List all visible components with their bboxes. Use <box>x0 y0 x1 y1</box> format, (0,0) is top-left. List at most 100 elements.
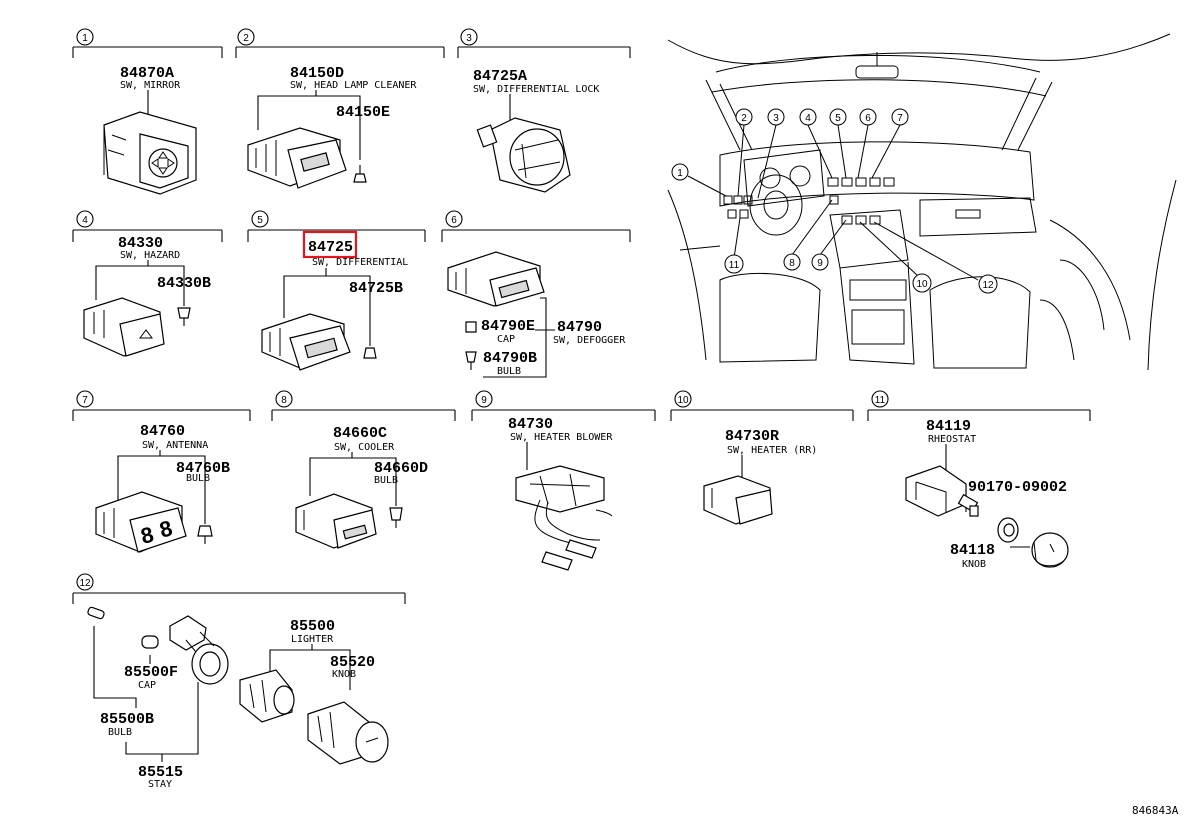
hazard-switch-drawing <box>83 297 191 357</box>
part-number-85500B: 85500B <box>100 711 154 728</box>
dash-callout-1: 1 <box>677 168 683 179</box>
part-desc-rheostat: RHEOSTAT <box>928 434 976 445</box>
dashboard-overview: 1 2 3 4 5 6 7 8 9 10 11 12 <box>667 33 1177 371</box>
part-number-85515: 85515 <box>138 764 183 781</box>
svg-text:8: 8 <box>157 515 175 542</box>
part-number-84790E: 84790E <box>481 318 535 335</box>
part-number-84730R: 84730R <box>725 428 779 445</box>
group-1-badge <box>76 28 94 46</box>
lighter-stay-drawing <box>169 615 229 685</box>
part-desc-hazard: SW, HAZARD <box>120 250 180 261</box>
part-number-85500F: 85500F <box>124 664 178 681</box>
dash-callout-11: 11 <box>729 260 740 271</box>
group-3-header: 3 <box>457 28 631 58</box>
dash-callout-8: 8 <box>789 258 795 269</box>
part-number-84730: 84730 <box>508 416 553 433</box>
lighter-knob-drawing <box>307 701 389 765</box>
group-8-number: 8 <box>281 395 287 406</box>
group-4-header: 4 <box>72 210 223 242</box>
group-5-number: 5 <box>257 215 263 226</box>
group-3-number: 3 <box>466 33 472 44</box>
highlight-box <box>302 230 358 259</box>
lighter-socket-drawing <box>239 669 295 723</box>
cap-drawing-12 <box>141 635 159 649</box>
differential-switch-drawing <box>261 313 377 371</box>
dash-callout-3: 3 <box>773 113 779 124</box>
group-7: 84760 SW, ANTENNA 84760B BULB 8 8 <box>95 423 230 553</box>
part-number-85520: 85520 <box>330 654 375 671</box>
part-number-84870A: 84870A <box>120 65 174 82</box>
group-2-number: 2 <box>243 33 249 44</box>
defogger-switch-drawing <box>447 251 545 307</box>
part-desc-cap-12: CAP <box>138 680 156 691</box>
antenna-switch-glyph: 8 <box>138 522 156 549</box>
part-desc-head-lamp-cleaner: SW, HEAD LAMP CLEANER <box>290 80 417 91</box>
group-5-header: 5 <box>247 210 426 242</box>
rheostat-drawing <box>905 465 979 517</box>
group-12-number: 12 <box>79 578 91 589</box>
bulb-drawing-12 <box>87 606 105 620</box>
part-desc-cap: CAP <box>497 334 515 345</box>
part-number-84118: 84118 <box>950 542 995 559</box>
differential-lock-switch-drawing <box>476 117 571 193</box>
group-2-header: 2 <box>235 28 445 58</box>
part-desc-bulb-8: BULB <box>374 475 398 486</box>
dash-callout-6: 6 <box>865 113 871 124</box>
group-9-header: 9 <box>471 390 656 421</box>
group-6-number: 6 <box>451 215 457 226</box>
dash-callout-10: 10 <box>916 279 928 290</box>
part-number-84660D: 84660D <box>374 460 428 477</box>
part-desc-differential-lock: SW, DIFFERENTIAL LOCK <box>473 84 599 95</box>
dash-callout-5: 5 <box>835 113 841 124</box>
cap-drawing <box>465 321 477 333</box>
group-10: 84730R SW, HEATER (RR) <box>703 428 817 525</box>
dash-callout-12: 12 <box>982 280 994 291</box>
cooler-switch-drawing <box>295 493 403 549</box>
antenna-switch-drawing: 8 8 <box>95 491 213 553</box>
part-number-84760: 84760 <box>140 423 185 440</box>
group-6: 84790E CAP 84790 SW, DEFOGGER 84790B BUL… <box>447 251 626 378</box>
head-lamp-cleaner-switch-drawing <box>247 127 367 189</box>
dash-callouts: 1 2 3 4 5 6 7 8 9 10 11 12 <box>671 108 998 294</box>
part-number-84725[interactable]: 84725 <box>308 239 353 256</box>
dash-callout-4: 4 <box>805 113 811 124</box>
group-4: 84330 SW, HAZARD 84330B <box>83 235 211 357</box>
group-10-header: 10 <box>670 390 854 421</box>
mirror-switch-drawing <box>103 111 197 195</box>
part-desc-defogger: SW, DEFOGGER <box>553 335 626 346</box>
dash-callout-9: 9 <box>817 258 823 269</box>
group-1-number: 1 <box>82 33 88 44</box>
group-11: 84119 RHEOSTAT 90170-09002 84118 KNOB <box>905 418 1069 570</box>
part-desc-knob-11: KNOB <box>962 559 986 570</box>
group-12: 85500 LIGHTER 85520 KNOB 85500F CAP 8550… <box>87 606 389 790</box>
dash-callout-2: 2 <box>741 113 747 124</box>
part-desc-lighter: LIGHTER <box>291 634 334 645</box>
group-4-number: 4 <box>82 215 88 226</box>
group-11-header: 11 <box>867 390 1091 421</box>
heater-rr-switch-drawing <box>703 475 773 525</box>
part-number-84725A: 84725A <box>473 68 527 85</box>
part-number-84150D: 84150D <box>290 65 344 82</box>
group-1: 84870A SW, MIRROR <box>103 65 197 195</box>
part-number-84790B: 84790B <box>483 350 537 367</box>
dash-callout-leaders <box>687 124 979 281</box>
part-number-90170-09002: 90170-09002 <box>968 479 1067 496</box>
group-2: 84150D SW, HEAD LAMP CLEANER 84150E <box>247 65 417 189</box>
part-number-84790: 84790 <box>557 319 602 336</box>
part-number-84760B: 84760B <box>176 460 230 477</box>
bulb-drawing-6 <box>465 351 477 363</box>
part-number-84150E: 84150E <box>336 104 390 121</box>
group-9: 84730 SW, HEATER BLOWER <box>508 416 613 571</box>
dashboard-outline <box>667 33 1177 371</box>
dash-callout-7: 7 <box>897 113 903 124</box>
part-desc-cooler: SW, COOLER <box>334 442 395 453</box>
part-desc-mirror: SW, MIRROR <box>120 80 181 91</box>
group-9-number: 9 <box>481 395 487 406</box>
part-number-84725B: 84725B <box>349 280 403 297</box>
group-6-header: 6 <box>441 210 631 242</box>
part-desc-heater-rr: SW, HEATER (RR) <box>727 445 817 456</box>
part-number-84119: 84119 <box>926 418 971 435</box>
group-8-header: 8 <box>271 390 456 421</box>
